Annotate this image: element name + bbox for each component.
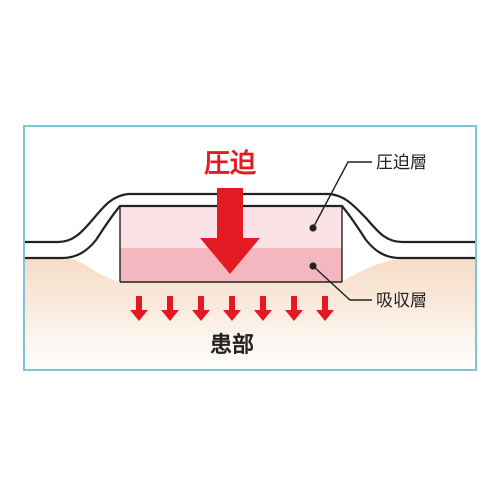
down-arrow-icon bbox=[285, 296, 303, 321]
absorption-layer-leader bbox=[312, 265, 372, 301]
pressure-arrow-icon bbox=[200, 188, 260, 274]
down-arrow-icon bbox=[161, 296, 179, 321]
absorption-layer-label: 吸収層 bbox=[376, 291, 427, 311]
small-arrows-group bbox=[130, 296, 334, 321]
down-arrow-icon bbox=[316, 296, 334, 321]
pressure-layer-label: 圧迫層 bbox=[376, 153, 427, 173]
skin-region bbox=[25, 258, 475, 369]
down-arrow-icon bbox=[130, 296, 148, 321]
down-arrow-icon bbox=[254, 296, 272, 321]
pressure-label: 圧迫 bbox=[204, 149, 257, 179]
down-arrow-icon bbox=[192, 296, 210, 321]
down-arrow-icon bbox=[223, 296, 241, 321]
pressure-layer-leader bbox=[312, 161, 372, 229]
affected-area-label: 患部 bbox=[210, 332, 254, 358]
